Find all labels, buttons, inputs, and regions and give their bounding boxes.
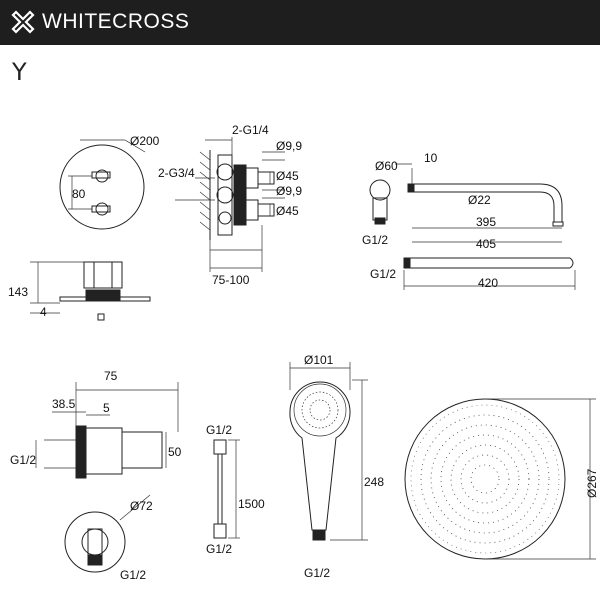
arm-thread2-label: G1/2	[370, 267, 396, 281]
outlet-flange-label: Ø72	[130, 499, 153, 513]
hand-shower-thread-label: G1/2	[304, 566, 330, 580]
shower-arm-view	[369, 163, 576, 290]
outlet-length-label: 75	[104, 369, 118, 383]
cross-logo-icon	[11, 10, 35, 34]
brand-name: WHITECROSS	[42, 10, 190, 33]
arm-tube-label: Ø22	[468, 193, 491, 207]
wall-outlet-view	[35, 382, 179, 573]
valve-d3-label: Ø9,9	[276, 184, 302, 198]
hand-shower-diameter-label: Ø101	[304, 353, 334, 367]
arm-offset-label: 10	[424, 151, 438, 165]
mixer-diameter-label: Ø200	[130, 134, 160, 148]
variant-label: Y	[12, 58, 27, 86]
header-bar: WHITECROSS	[0, 0, 600, 45]
outlet-inner-label: 38.5	[52, 397, 76, 411]
outlet-gap-label: 5	[103, 401, 110, 415]
outlet-thread-bottom-label: G1/2	[120, 568, 146, 582]
arm-thread-label: G1/2	[362, 233, 388, 247]
valve-d2-label: Ø45	[276, 169, 299, 183]
valve-depth-label: 75-100	[212, 273, 250, 287]
outlet-height-label: 50	[168, 445, 182, 459]
mixer-front-view	[59, 139, 146, 230]
mixer-spacing-label: 80	[72, 187, 86, 201]
hose-view	[213, 439, 240, 539]
arm-length-label: 405	[476, 237, 496, 251]
mixer-side-view	[30, 261, 151, 321]
head-shower-view	[404, 398, 596, 560]
valve-inlet-label: 2-G3/4	[158, 166, 195, 180]
mixer-height-label: 143	[8, 285, 28, 299]
outlet-thread-label: G1/2	[10, 453, 36, 467]
technical-drawing: Ø200 80 143 4	[8, 123, 599, 582]
hose-top-thread-label: G1/2	[206, 423, 232, 437]
valve-top-outlet-label: 2-G1/4	[232, 123, 269, 137]
arm-total-label: 420	[478, 276, 498, 290]
hose-bottom-thread-label: G1/2	[206, 542, 232, 556]
hand-shower-length-label: 248	[364, 475, 384, 489]
head-shower-diameter-label: Ø267	[585, 468, 599, 498]
arm-flange-label: Ø60	[375, 159, 398, 173]
valve-body-view	[175, 137, 285, 272]
hand-shower-view	[289, 362, 368, 541]
mixer-plate-label: 4	[40, 305, 47, 319]
arm-reach-label: 395	[476, 215, 496, 229]
valve-d4-label: Ø45	[276, 204, 299, 218]
hose-length-label: 1500	[238, 497, 265, 511]
valve-d1-label: Ø9,9	[276, 139, 302, 153]
